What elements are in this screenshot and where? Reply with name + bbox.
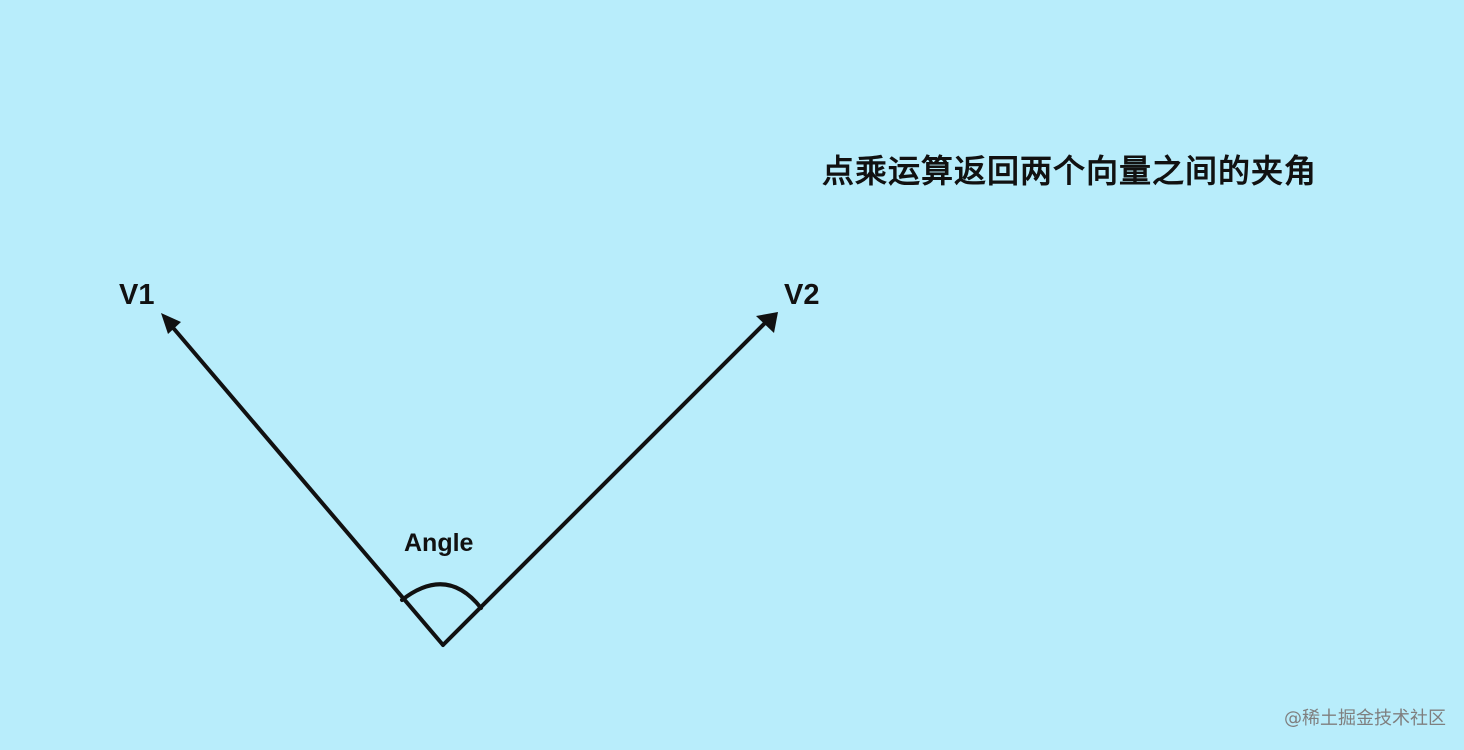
v1-label: V1 [119, 279, 155, 311]
v1-vector-line [167, 321, 445, 647]
watermark: @稀土掘金技术社区 [1284, 708, 1446, 729]
v2-label: V2 [784, 279, 820, 311]
diagram-title: 点乘运算返回两个向量之间的夹角 [822, 152, 1318, 190]
v1-arrowhead-icon [161, 313, 181, 334]
angle-label: Angle [404, 529, 474, 557]
angle-arc [400, 582, 483, 610]
v2-vector-line [441, 317, 771, 647]
v2-arrowhead-icon [756, 312, 778, 333]
